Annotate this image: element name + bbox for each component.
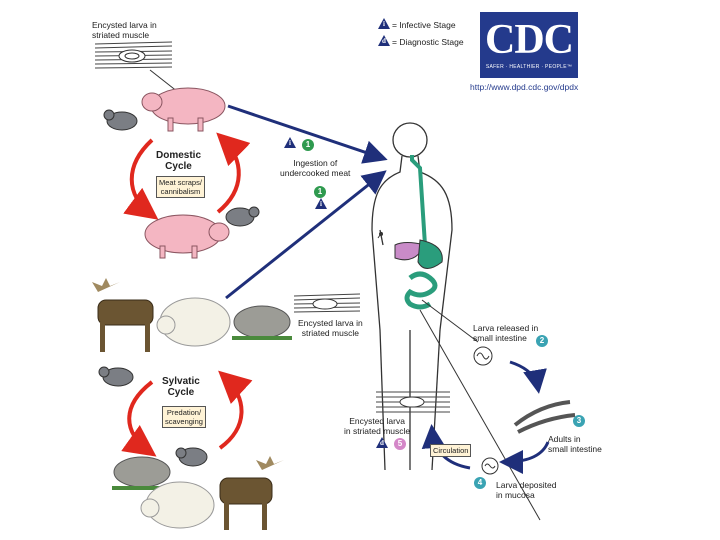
- rat-domestic-bottom: [226, 207, 259, 226]
- cdc-url: http://www.dpd.cdc.gov/dpdx: [470, 82, 578, 92]
- arrow-step2-to-step3: [510, 362, 538, 388]
- label-encysted-larva-human: Encysted larva in striated muscle: [344, 416, 410, 436]
- digestive-tract: [395, 155, 442, 307]
- label-larva-released: Larva released in small intestine: [473, 323, 538, 343]
- label-domestic-cycle: Domestic Cycle: [156, 150, 201, 172]
- step-5-badge: 5: [394, 438, 406, 450]
- label-larva-deposited: Larva deposited in mucosa: [496, 480, 557, 500]
- boar-bottom: [112, 457, 170, 488]
- rat-top: [104, 110, 137, 130]
- label-adults: Adults in small intestine: [548, 434, 602, 454]
- step-1-badge: 1: [302, 139, 314, 151]
- legend-diagnostic-label: = Diagnostic Stage: [392, 37, 464, 47]
- muscle-tissue-top: [95, 42, 172, 68]
- pig-bottom: [145, 215, 229, 258]
- diagnostic-stage-icon: d: [378, 35, 390, 46]
- step-2-badge: 2: [536, 335, 548, 347]
- polar-bear-top: [157, 298, 230, 346]
- infective-stage-icon: i: [378, 18, 390, 29]
- muscle-tissue-sylvatic: [294, 294, 360, 312]
- label-ingestion: Ingestion of undercooked meat: [280, 158, 350, 178]
- arrow-sylvatic-to-human: [226, 174, 382, 298]
- adult-worms: [515, 402, 575, 432]
- pig-top: [142, 88, 225, 131]
- step-4-badge: 4: [474, 477, 486, 489]
- label-encysted-larva-top: Encysted larva in striated muscle: [92, 20, 157, 40]
- larva-released-icon: [474, 347, 492, 365]
- sylvatic-cycle-arrow-right: [220, 376, 242, 448]
- cdc-logo-text: CDC: [480, 18, 578, 62]
- infective-stage-marker-2: i: [315, 198, 327, 209]
- label-encysted-larva-sylvatic: Encysted larva in striated muscle: [298, 318, 363, 338]
- label-predation: Predation/ scavenging: [162, 406, 206, 428]
- rat-sylvatic-bottom: [176, 448, 207, 466]
- sylvatic-cycle-arrow-left: [129, 382, 152, 452]
- arrow-step3-to-step4: [505, 442, 548, 462]
- cdc-tagline: SAFER · HEALTHIER · PEOPLE™: [480, 64, 578, 70]
- label-circulation: Circulation: [430, 444, 471, 457]
- moose-bottom: [220, 456, 284, 530]
- rat-sylvatic: [99, 367, 133, 386]
- legend-infective-label: = Infective Stage: [392, 20, 456, 30]
- larva-deposited-icon: [482, 458, 498, 474]
- domestic-cycle-arrow-right: [218, 138, 239, 212]
- cdc-logo: CDC SAFER · HEALTHIER · PEOPLE™: [480, 12, 578, 78]
- moose-top: [92, 278, 153, 352]
- label-meat-scraps: Meat scraps/ cannibalism: [156, 176, 205, 198]
- domestic-cycle-arrow-left: [132, 140, 152, 215]
- boar-top: [232, 306, 292, 338]
- step-3-badge: 3: [573, 415, 585, 427]
- label-sylvatic-cycle: Sylvatic Cycle: [162, 376, 200, 398]
- step-1b-badge: 1: [314, 186, 326, 198]
- diagnostic-stage-marker: d: [376, 437, 388, 448]
- infective-stage-marker-1: i: [284, 137, 296, 148]
- muscle-tissue-human: [376, 392, 450, 412]
